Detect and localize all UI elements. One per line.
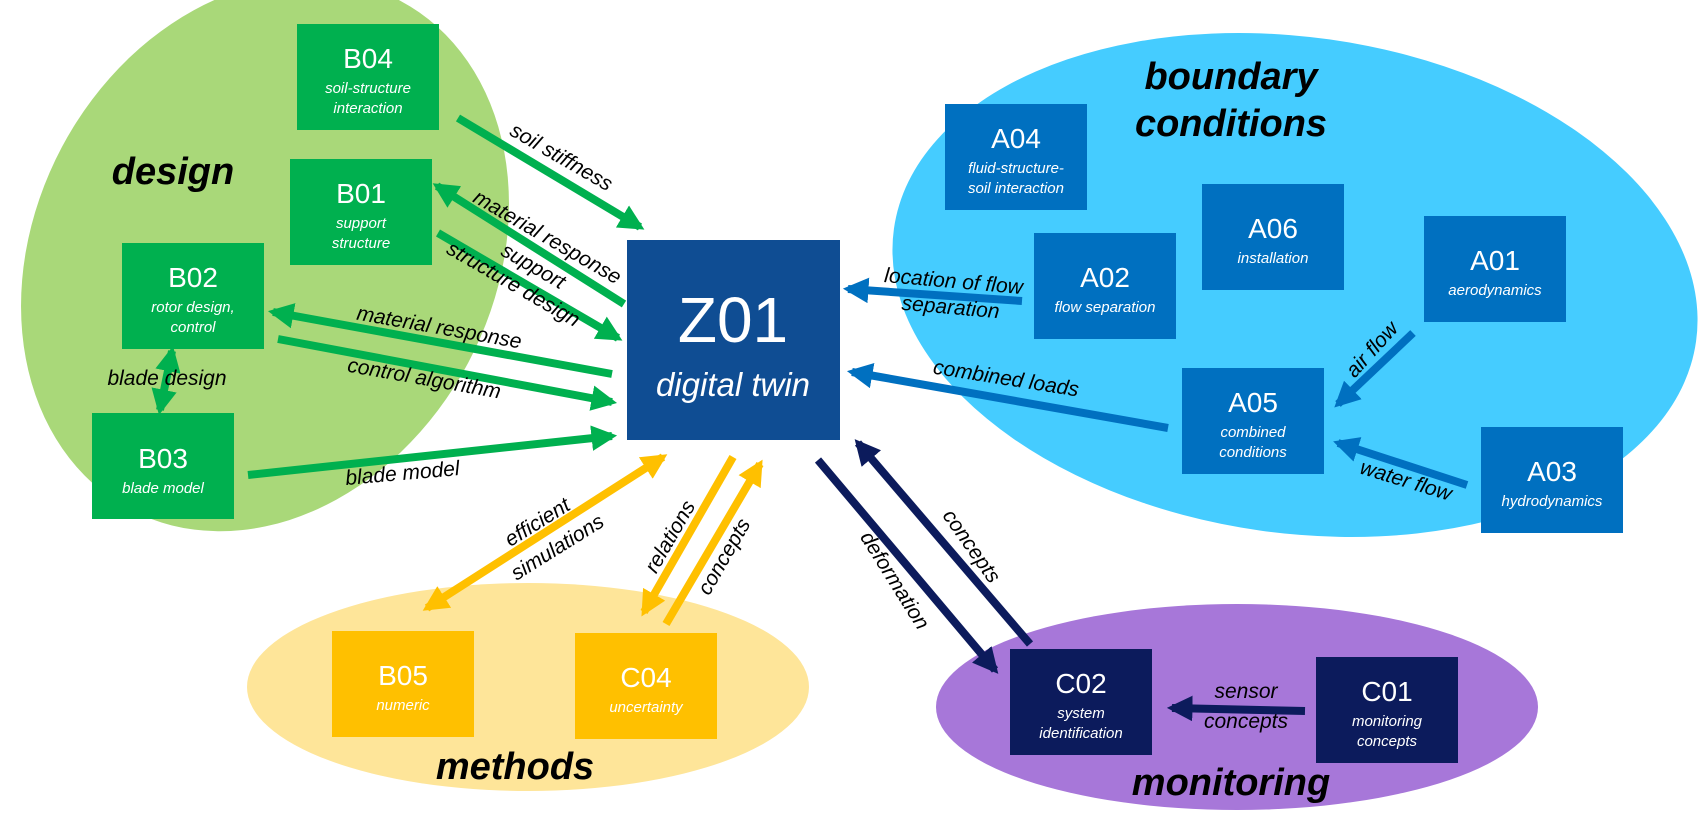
edge-label-sensor: sensor — [1214, 680, 1278, 703]
node-c04: C04 uncertainty — [575, 633, 717, 739]
node-a04: A04 fluid-structure- soil interaction — [945, 104, 1087, 210]
node-c04-line1: uncertainty — [609, 699, 684, 716]
edge-label-sensor-concepts: concepts — [1204, 710, 1289, 733]
node-c02-code: C02 — [1055, 668, 1106, 699]
arrow-combined-loads — [846, 362, 1169, 432]
node-b02: B02 rotor design, control — [122, 243, 264, 349]
node-a04-line2: soil interaction — [968, 180, 1064, 197]
node-z01-digital-twin: Z01 digital twin — [627, 240, 840, 440]
node-a01-line1: aerodynamics — [1448, 282, 1542, 299]
node-a03-code: A03 — [1527, 456, 1577, 487]
group-label-boundary: boundary — [1144, 56, 1319, 98]
node-c02-line2: identification — [1039, 725, 1122, 742]
node-a06-line1: installation — [1238, 250, 1309, 267]
node-b04: B04 soil-structure interaction — [297, 24, 439, 130]
node-b03-line1: blade model — [122, 480, 204, 497]
group-label-methods: methods — [436, 746, 594, 788]
node-c02: C02 system identification — [1010, 649, 1152, 755]
node-c01-line1: monitoring — [1352, 713, 1423, 730]
node-c02-line1: system — [1057, 705, 1105, 722]
arrow-concepts-c02 — [854, 439, 1034, 647]
node-a05-code: A05 — [1228, 387, 1278, 418]
node-b05-line1: numeric — [376, 697, 430, 714]
node-b03-code: B03 — [138, 443, 188, 474]
arrow-location-of-flow — [842, 277, 1023, 305]
node-b02-code: B02 — [168, 262, 218, 293]
node-c04-code: C04 — [620, 662, 671, 693]
node-a02: A02 flow separation — [1034, 233, 1176, 339]
arrow-water-flow — [1333, 437, 1469, 489]
node-b01-line1: support — [336, 215, 387, 232]
node-a04-line1: fluid-structure- — [968, 160, 1064, 177]
node-b02-line2: control — [170, 319, 216, 336]
node-b01-line2: structure — [332, 235, 390, 252]
group-label-conditions: conditions — [1135, 103, 1327, 145]
node-a03-line1: hydrodynamics — [1502, 493, 1603, 510]
arrow-control-algorithm — [277, 335, 618, 411]
arrow-concepts-c04 — [662, 459, 764, 627]
node-a05-line1: combined — [1220, 424, 1286, 441]
node-b05-code: B05 — [378, 660, 428, 691]
arrow-sensor-concepts — [1166, 695, 1306, 722]
group-label-monitoring: monitoring — [1132, 762, 1330, 804]
node-a05-line2: conditions — [1219, 444, 1287, 461]
node-b03: B03 blade model — [92, 413, 234, 519]
arrow-soil-stiffness — [455, 114, 645, 231]
arrow-material-response-b01 — [432, 182, 627, 308]
node-a02-code: A02 — [1080, 262, 1130, 293]
node-a04-code: A04 — [991, 123, 1041, 154]
arrow-deformation — [814, 457, 999, 674]
node-a01: A01 aerodynamics — [1424, 216, 1566, 322]
node-a01-code: A01 — [1470, 245, 1520, 276]
node-b05: B05 numeric — [332, 631, 474, 737]
arrow-relations — [640, 455, 737, 617]
node-a06: A06 installation — [1202, 184, 1344, 290]
arrow-blade-design — [151, 345, 181, 416]
node-a02-line1: flow separation — [1055, 299, 1156, 316]
arrow-air-flow — [1334, 330, 1416, 408]
node-b01: B01 support structure — [290, 159, 432, 265]
node-b01-code: B01 — [336, 178, 386, 209]
node-b04-line1: soil-structure — [325, 80, 411, 97]
arrow-efficient-simulations — [422, 453, 668, 612]
node-a03: A03 hydrodynamics — [1481, 427, 1623, 533]
node-c01: C01 monitoring concepts — [1316, 657, 1458, 763]
arrow-material-response-b02 — [267, 303, 613, 378]
node-z01-label: digital twin — [656, 366, 810, 403]
edge-label-blade-design: blade design — [107, 367, 226, 390]
node-z01-code: Z01 — [678, 284, 788, 356]
node-b04-code: B04 — [343, 43, 393, 74]
node-c01-line2: concepts — [1357, 733, 1418, 750]
group-label-design: design — [112, 151, 234, 193]
node-c01-code: C01 — [1361, 676, 1412, 707]
node-a05: A05 combined conditions — [1182, 368, 1324, 474]
node-a06-code: A06 — [1248, 213, 1298, 244]
arrow-support-structure-design — [435, 229, 623, 342]
node-b02-line1: rotor design, — [151, 299, 234, 316]
node-b04-line2: interaction — [333, 100, 402, 117]
